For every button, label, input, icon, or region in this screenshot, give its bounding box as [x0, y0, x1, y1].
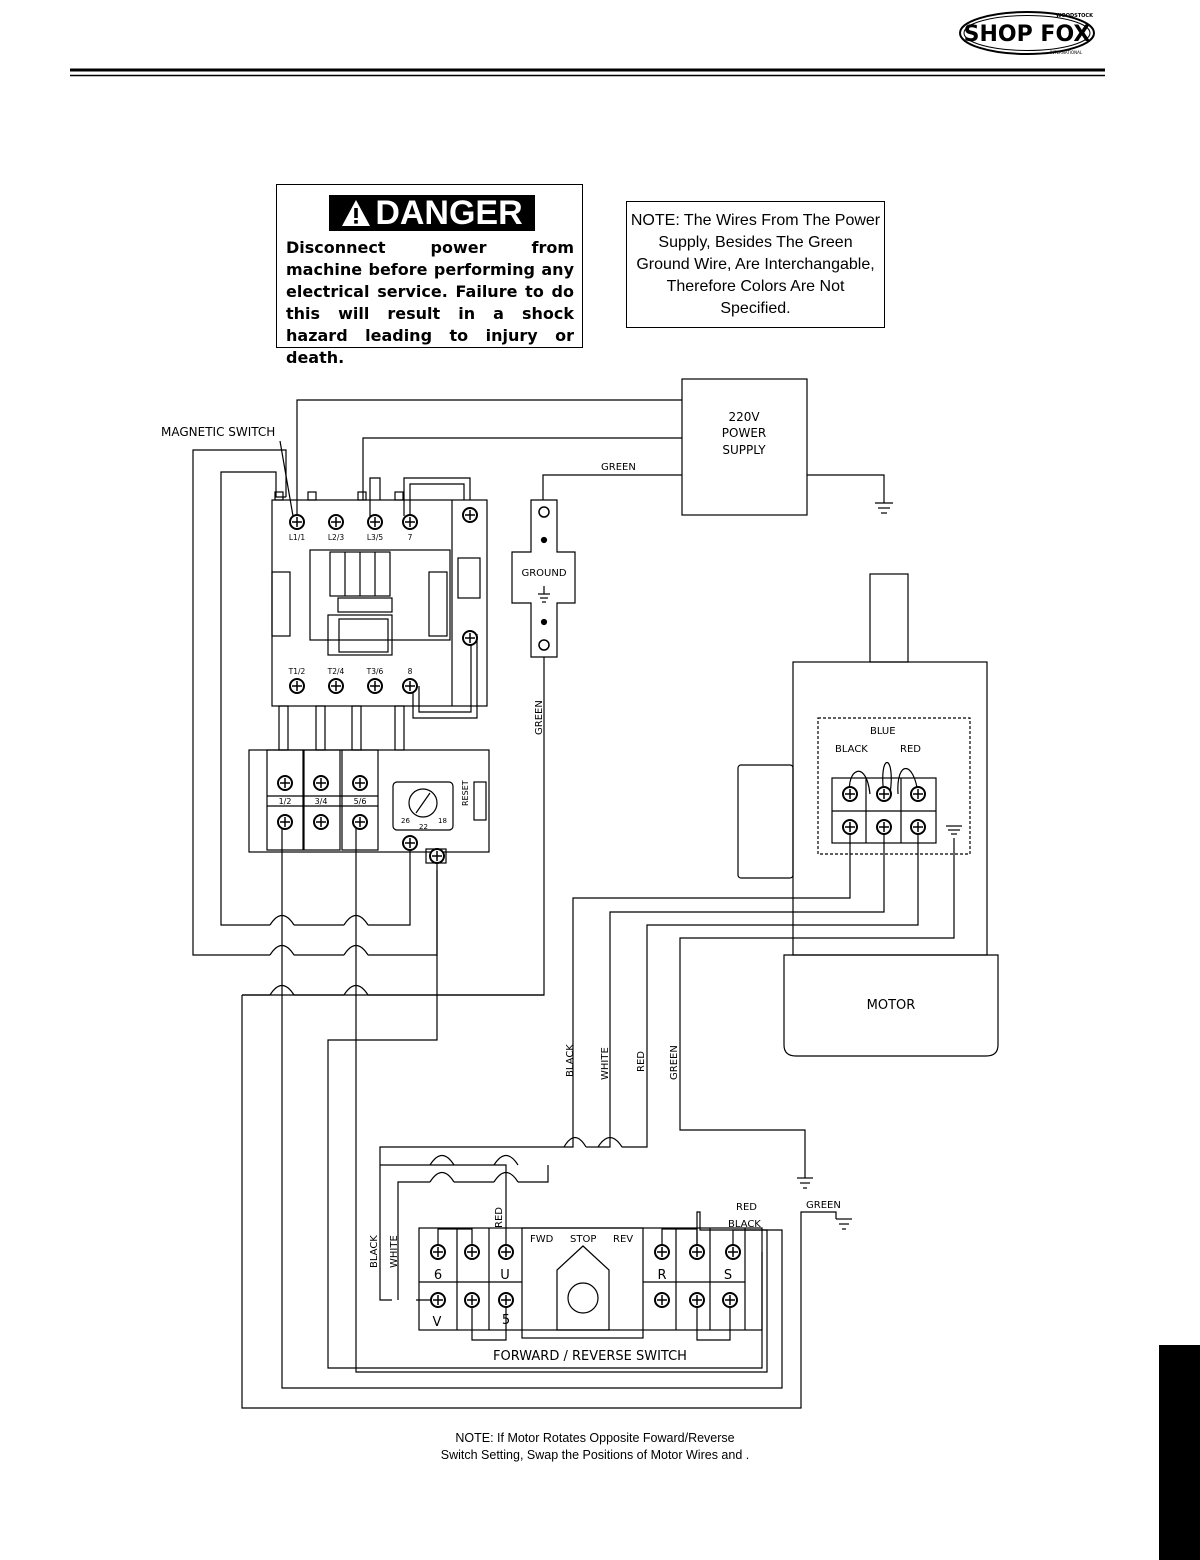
svg-text:8: 8 [408, 667, 413, 676]
bottom-note-line1: NOTE: If Motor Rotates Opposite Foward/R… [455, 1431, 735, 1445]
svg-text:R: R [657, 1268, 666, 1283]
svg-text:WHITE: WHITE [600, 1047, 611, 1080]
svg-text:RED: RED [636, 1051, 647, 1072]
switch-wiring: BLACK WHITE RED RED BLACK GREEN [369, 1154, 841, 1341]
green-vertical-label: GREEN [534, 700, 545, 735]
svg-text:T2/4: T2/4 [327, 667, 345, 676]
screw-terminals [277, 507, 926, 1308]
contactor-links [278, 477, 478, 751]
page-side-tab [1159, 1345, 1200, 1560]
motor-assembly: MOTOR BLACK BLUE RED [737, 573, 999, 1057]
svg-text:REV: REV [613, 1234, 633, 1245]
svg-text:BLACK: BLACK [835, 744, 868, 755]
svg-text:WHITE: WHITE [389, 1235, 400, 1268]
overload-output-wires [241, 822, 837, 1409]
svg-text:MOTOR: MOTOR [867, 998, 916, 1013]
power-supply: 220V POWER SUPPLY [681, 378, 808, 516]
svg-text:S: S [724, 1268, 732, 1283]
earth-ground-icon [875, 500, 893, 514]
danger-banner: DANGER [329, 193, 535, 232]
svg-text:BLACK: BLACK [369, 1235, 380, 1268]
svg-text:6: 6 [434, 1268, 442, 1283]
svg-text:L3/5: L3/5 [367, 533, 383, 542]
motor-cable: BLACK WHITE RED GREEN [379, 827, 955, 1301]
svg-text:L1/1: L1/1 [289, 533, 305, 542]
svg-text:RED: RED [736, 1202, 757, 1213]
bottom-note-line2: Switch Setting, Swap the Positions of Mo… [440, 1448, 750, 1462]
earth-ground-icon [797, 1177, 813, 1189]
svg-text:1/2: 1/2 [279, 797, 292, 806]
svg-text:GREEN: GREEN [806, 1200, 841, 1211]
svg-text:L2/3: L2/3 [328, 533, 344, 542]
svg-text:INTERNATIONAL: INTERNATIONAL [1050, 50, 1083, 55]
svg-text:220V: 220V [728, 410, 760, 424]
svg-text:RED: RED [900, 744, 921, 755]
svg-text:GREEN: GREEN [601, 462, 636, 473]
danger-warning-box: DANGER Disconnect power from machine bef… [276, 184, 583, 367]
svg-text:18: 18 [438, 817, 447, 825]
svg-text:BLUE: BLUE [870, 726, 896, 737]
svg-text:FWD: FWD [530, 1234, 554, 1245]
svg-text:GROUND: GROUND [521, 568, 566, 579]
svg-text:BLACK: BLACK [728, 1219, 761, 1230]
shop-fox-logo: SHOP FOX WOODSTOCK INTERNATIONAL [958, 10, 1096, 56]
header-rule [70, 68, 1105, 77]
svg-text:GREEN: GREEN [669, 1045, 680, 1080]
svg-text:RED: RED [494, 1207, 505, 1228]
svg-text:7: 7 [408, 533, 413, 542]
svg-text:22: 22 [419, 823, 428, 831]
ground-terminal-strip: GROUND [511, 499, 576, 658]
svg-text:T1/2: T1/2 [288, 667, 306, 676]
danger-title: DANGER [375, 193, 523, 232]
contactor-terminal-labels: L1/1 L2/3 L3/5 7 T1/2 T2/4 T3/6 8 [288, 533, 413, 676]
forward-reverse-switch: FWD STOP REV 6 U R S V 5 FORWARD / REVER… [418, 1227, 763, 1364]
svg-text:SUPPLY: SUPPLY [722, 443, 766, 457]
svg-text:26: 26 [401, 817, 410, 825]
svg-text:V: V [433, 1315, 442, 1330]
danger-text: Disconnect power from machine before per… [286, 238, 574, 367]
bottom-note: NOTE: If Motor Rotates Opposite Foward/R… [380, 1430, 810, 1464]
svg-text:U: U [500, 1268, 510, 1283]
svg-text:T3/6: T3/6 [366, 667, 384, 676]
magnetic-switch-label: MAGNETIC SWITCH [161, 425, 275, 439]
svg-text:5/6: 5/6 [354, 797, 367, 806]
svg-text:SHOP FOX: SHOP FOX [964, 22, 1091, 47]
svg-text:RESET: RESET [461, 780, 470, 806]
svg-text:3/4: 3/4 [315, 797, 328, 806]
earth-ground-icon [836, 1218, 852, 1230]
overload-relay: RESET 26 22 18 1/2 3/4 5/6 [248, 749, 490, 864]
svg-text:POWER: POWER [722, 426, 766, 440]
svg-text:STOP: STOP [570, 1234, 596, 1245]
supply-wires: GREEN [296, 399, 885, 516]
svg-text:BLACK: BLACK [565, 1044, 576, 1077]
note-text: NOTE: The Wires From The Power Supply, B… [630, 211, 881, 317]
warning-triangle-icon [342, 200, 371, 226]
svg-text:WOODSTOCK: WOODSTOCK [1056, 13, 1094, 19]
svg-text:FORWARD / REVERSE SWITCH: FORWARD / REVERSE SWITCH [493, 1349, 687, 1364]
note-box: NOTE: The Wires From The Power Supply, B… [626, 201, 885, 328]
control-loop-wires [192, 449, 438, 956]
